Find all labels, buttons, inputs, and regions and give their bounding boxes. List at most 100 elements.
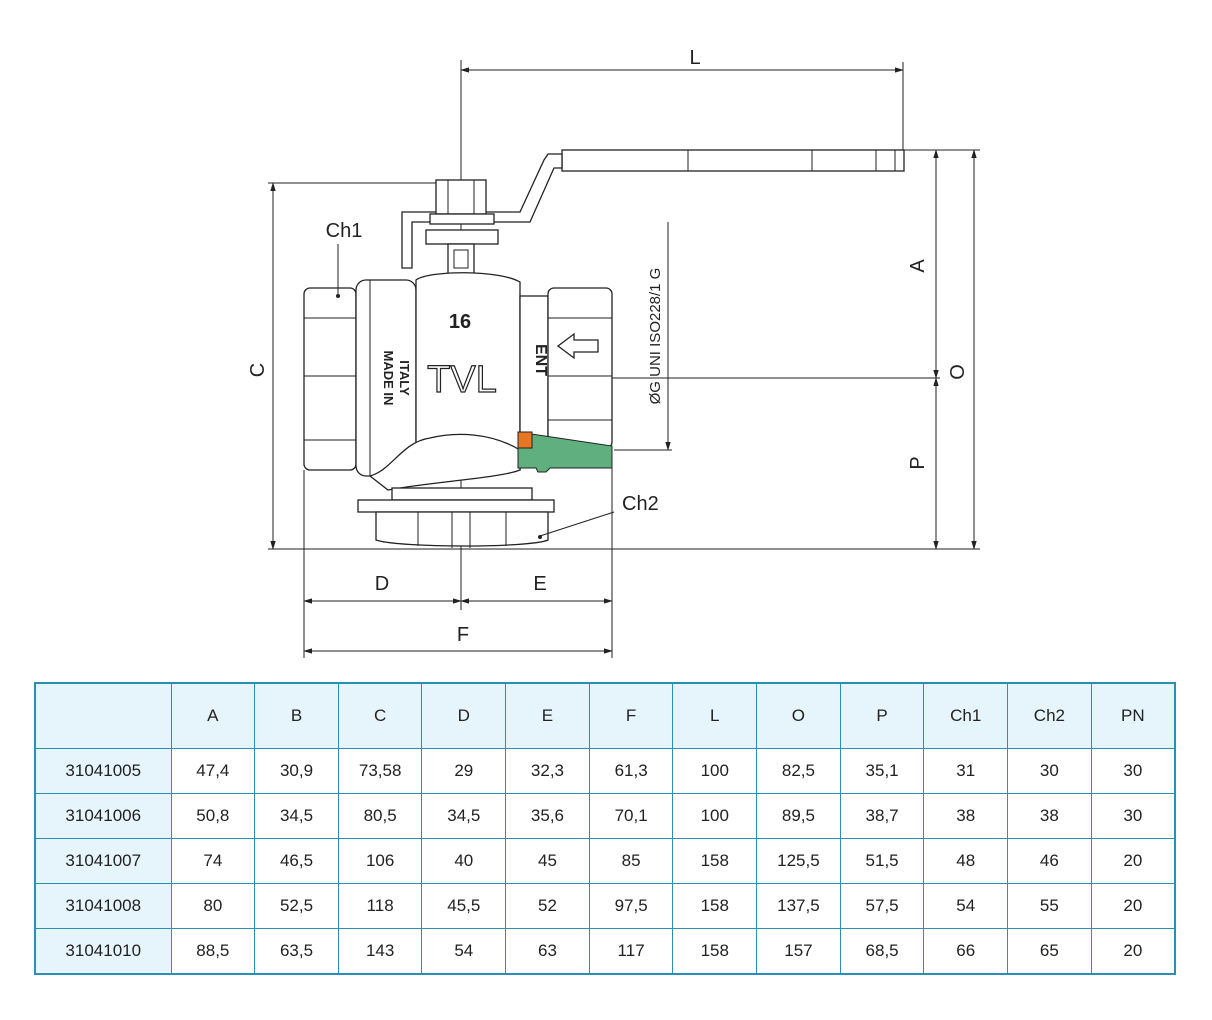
header-ch1: Ch1: [923, 682, 1009, 749]
table-cell: 35,6: [505, 793, 590, 839]
table-cell: 52,5: [254, 883, 339, 929]
table-cell: 30: [1007, 748, 1092, 794]
table-cell: 47,4: [170, 748, 256, 794]
header-b: B: [254, 682, 339, 749]
thread-spec: ØG UNI ISO228/1 G: [614, 222, 672, 451]
dim-label-e: E: [533, 573, 546, 595]
pressure-mark: 16: [449, 311, 471, 333]
thread-spec-label: ØG UNI ISO228/1 G: [647, 268, 664, 405]
table-cell: 51,5: [839, 838, 925, 884]
dimension-a-p-o: A P O: [545, 149, 980, 550]
table-cell: 38,7: [839, 793, 925, 839]
table-cell: 68,5: [839, 928, 925, 975]
callout-ch1-label: Ch1: [326, 220, 363, 242]
made-in-mark-line1: MADE IN: [381, 351, 396, 406]
table-cell: 100: [672, 748, 758, 794]
table-cell: 38: [1007, 793, 1092, 839]
lever-handle: [401, 149, 905, 269]
orange-seal: [517, 431, 533, 449]
table-cell: 48: [923, 838, 1009, 884]
valve-technical-drawing: L C A P O D E F: [247, 47, 980, 658]
table-cell: 29: [421, 748, 507, 794]
table-cell: 85: [588, 838, 674, 884]
table-cell: 45: [505, 838, 590, 884]
dim-label-f: F: [457, 624, 469, 646]
header-code: [34, 682, 172, 749]
table-cell: 31: [923, 748, 1009, 794]
table-cell: 157: [756, 928, 841, 975]
table-cell: 158: [672, 883, 758, 929]
dimension-l: L: [460, 47, 904, 175]
table-cell: 20: [1090, 838, 1176, 884]
dim-label-c: C: [247, 363, 269, 377]
table-cell: 80: [170, 883, 256, 929]
table-cell: 52: [505, 883, 590, 929]
dim-label-a: A: [907, 259, 929, 273]
table-cell: 70,1: [588, 793, 674, 839]
brand-mark: TVL: [427, 359, 497, 401]
table-cell: 46: [1007, 838, 1092, 884]
table-cell: 125,5: [756, 838, 841, 884]
table-cell: 100: [672, 793, 758, 839]
header-a: A: [170, 682, 256, 749]
green-seal-section: [517, 431, 613, 473]
made-in-mark-line2: ITALY: [397, 360, 412, 396]
table-cell: 158: [672, 928, 758, 975]
table-cell: 45,5: [421, 883, 507, 929]
table-cell: 57,5: [839, 883, 925, 929]
callout-ch2: Ch2: [539, 493, 659, 537]
row-code-cell: 31041006: [34, 793, 172, 839]
valve-body: [303, 272, 613, 491]
table-cell: 82,5: [756, 748, 841, 794]
table-cell: 97,5: [588, 883, 674, 929]
stem-nut: [425, 179, 499, 275]
table-cell: 118: [337, 883, 423, 929]
table-cell: 55: [1007, 883, 1092, 929]
table-cell: 20: [1090, 928, 1176, 975]
row-code-cell: 31041008: [34, 883, 172, 929]
table-cell: 66: [923, 928, 1009, 975]
table-cell: 63: [505, 928, 590, 975]
table-cell: 158: [672, 838, 758, 884]
table-cell: 54: [421, 928, 507, 975]
header-p: P: [839, 682, 925, 749]
callout-ch1: Ch1: [326, 220, 363, 294]
callout-ch2-label: Ch2: [622, 493, 659, 515]
header-d: D: [421, 682, 507, 749]
table-cell: 137,5: [756, 883, 841, 929]
table-cell: 46,5: [254, 838, 339, 884]
table-cell: 89,5: [756, 793, 841, 839]
table-cell: 88,5: [170, 928, 256, 975]
table-cell: 65: [1007, 928, 1092, 975]
row-code-cell: 31041010: [34, 928, 172, 975]
header-l: L: [672, 682, 758, 749]
table-cell: 30: [1090, 748, 1176, 794]
table-cell: 143: [337, 928, 423, 975]
table-cell: 63,5: [254, 928, 339, 975]
dim-label-d: D: [375, 573, 389, 595]
table-cell: 117: [588, 928, 674, 975]
table-cell: 74: [170, 838, 256, 884]
dimension-c: C: [247, 182, 980, 550]
bottom-cap: [357, 487, 555, 548]
table-cell: 106: [337, 838, 423, 884]
table-cell: 38: [923, 793, 1009, 839]
table-cell: 61,3: [588, 748, 674, 794]
header-e: E: [505, 682, 590, 749]
table-cell: 20: [1090, 883, 1176, 929]
header-c: C: [337, 682, 423, 749]
dim-label-o: O: [947, 364, 969, 380]
table-cell: 35,1: [839, 748, 925, 794]
vent-mark: ENT: [532, 344, 549, 376]
table-cell: 34,5: [254, 793, 339, 839]
body-markings: 16 TVL MADE IN ITALY ENT: [381, 311, 549, 405]
table-cell: 32,3: [505, 748, 590, 794]
header-ch2: Ch2: [1007, 682, 1092, 749]
table-cell: 50,8: [170, 793, 256, 839]
